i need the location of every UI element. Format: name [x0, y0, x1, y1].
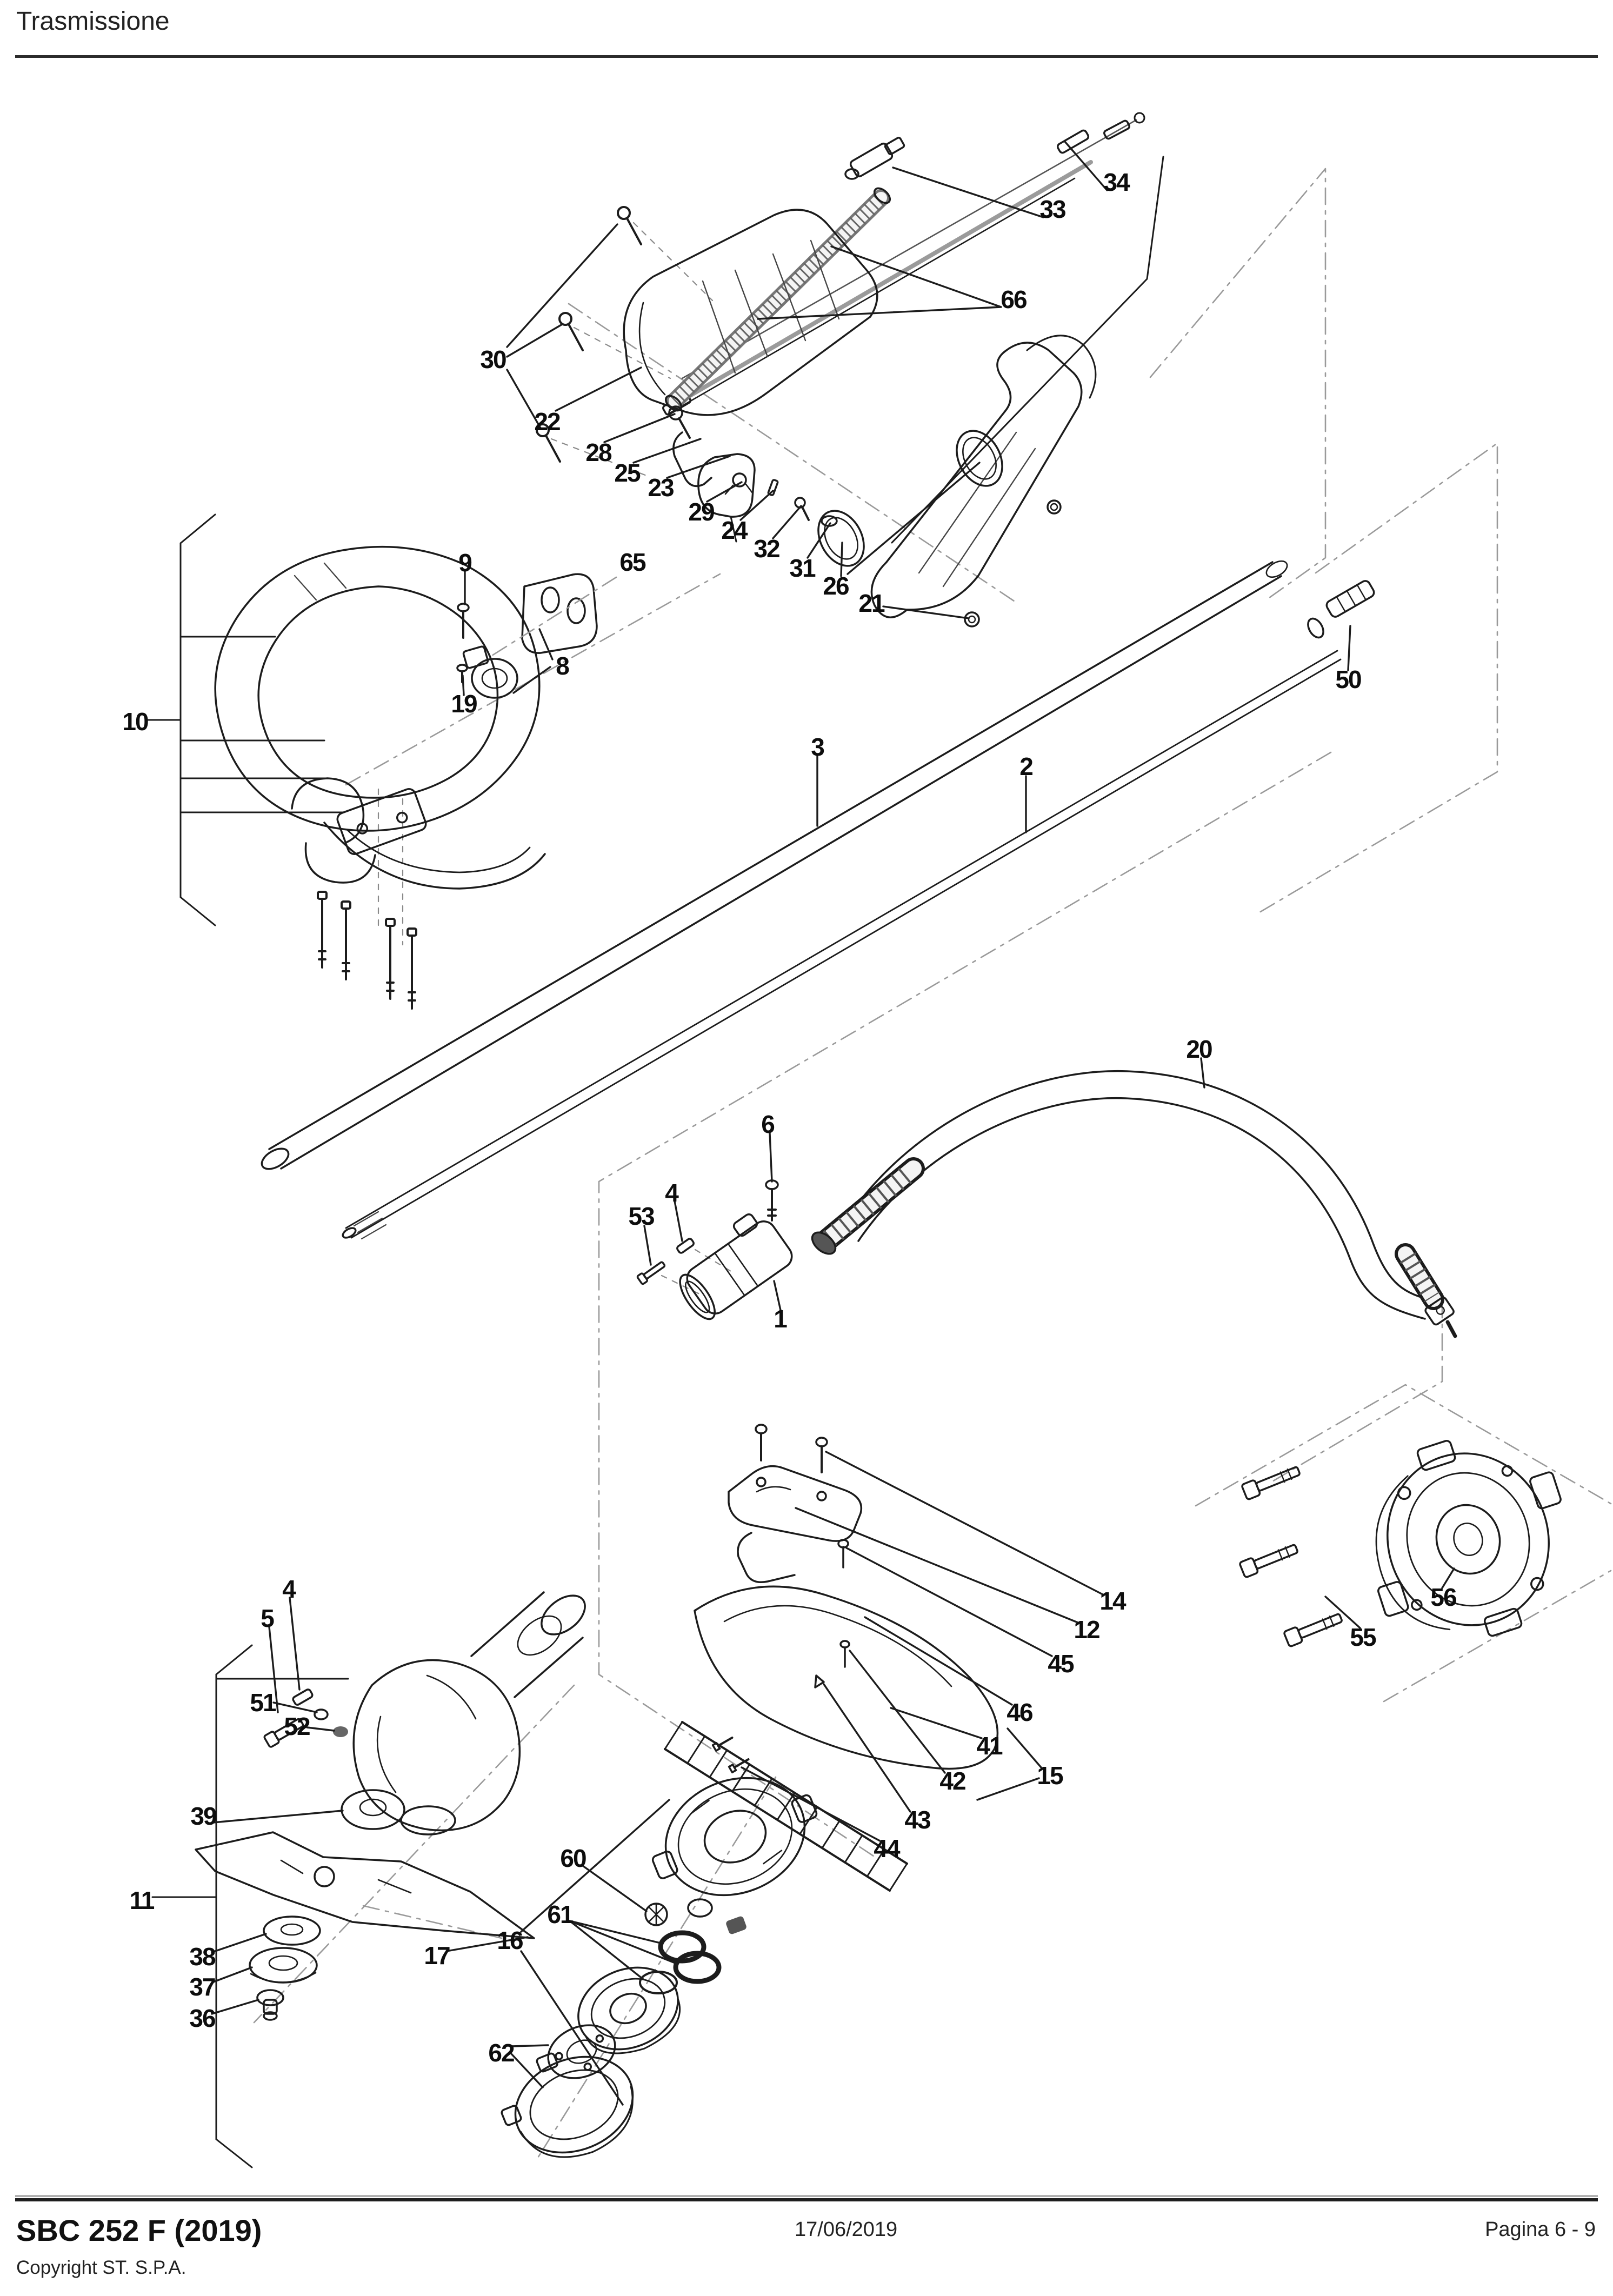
- part-callout-19: 19: [451, 690, 477, 718]
- part-callout-56: 56: [1430, 1583, 1457, 1611]
- part-callout-8: 8: [556, 652, 570, 680]
- throttle-housing-group: [536, 156, 1164, 628]
- footer-model: SBC 252 F (2019): [16, 2213, 262, 2247]
- footer-copyright: Copyright ST. S.P.A.: [16, 2257, 186, 2278]
- part-callout-25: 25: [614, 459, 641, 487]
- part-callout-33: 33: [1039, 195, 1066, 223]
- part-callout-39: 39: [190, 1802, 217, 1830]
- part-callout-10: 10: [122, 708, 149, 736]
- part-callout-20: 20: [1186, 1035, 1212, 1063]
- region-boundaries: [253, 168, 1612, 2159]
- part-callout-65: 65: [619, 548, 646, 576]
- page-title: Trasmissione: [16, 7, 170, 36]
- part-callout-15: 15: [1037, 1761, 1063, 1790]
- loop-handle-group: [146, 513, 598, 1010]
- part-callout-16: 16: [497, 1926, 523, 1954]
- part-callout-51: 51: [250, 1688, 276, 1717]
- part-callout-29: 29: [688, 498, 715, 526]
- part-callout-5: 5: [261, 1604, 275, 1632]
- gear-head-group: [151, 1591, 586, 2168]
- leader-lines: [211, 141, 1455, 2106]
- part-callout-61: 61: [547, 1900, 574, 1928]
- part-callout-66: 66: [1001, 285, 1027, 313]
- part-callout-46: 46: [1007, 1698, 1033, 1726]
- part-callout-4: 4: [282, 1575, 296, 1603]
- part-callout-45: 45: [1048, 1650, 1074, 1678]
- footer-divider: [15, 2198, 1598, 2201]
- part-callout-60: 60: [560, 1844, 586, 1872]
- part-callout-31: 31: [789, 554, 816, 582]
- part-callout-37: 37: [189, 1973, 216, 2001]
- part-callout-6: 6: [761, 1110, 775, 1138]
- part-callout-9: 9: [458, 549, 472, 577]
- part-callout-43: 43: [904, 1806, 931, 1834]
- part-callout-55: 55: [1350, 1623, 1376, 1651]
- part-callout-28: 28: [585, 438, 612, 466]
- trimmer-head-group: [501, 1777, 818, 2158]
- part-callout-17: 17: [424, 1941, 450, 1970]
- part-callout-4: 4: [665, 1179, 679, 1207]
- drive-shaft-group: [261, 560, 1375, 1240]
- header-divider: [15, 55, 1598, 58]
- part-callout-1: 1: [774, 1305, 788, 1333]
- part-callout-32: 32: [754, 535, 780, 563]
- part-callout-2: 2: [1019, 752, 1034, 780]
- part-callout-41: 41: [976, 1732, 1003, 1760]
- part-callout-34: 34: [1103, 168, 1130, 196]
- part-callout-22: 22: [534, 408, 561, 436]
- part-callout-23: 23: [648, 473, 674, 502]
- throttle-cable-group: [662, 112, 1145, 416]
- part-callout-12: 12: [1074, 1616, 1100, 1644]
- flexible-shaft-group: [636, 1070, 1457, 1338]
- part-callout-38: 38: [189, 1943, 216, 1971]
- part-callout-11: 11: [129, 1886, 155, 1914]
- part-callout-30: 30: [480, 345, 506, 373]
- part-callout-52: 52: [284, 1712, 310, 1740]
- part-callout-42: 42: [939, 1767, 966, 1795]
- part-callout-53: 53: [628, 1202, 655, 1230]
- part-callout-3: 3: [811, 733, 825, 761]
- clutch-housing-group: [1239, 1440, 1562, 1647]
- part-callout-50: 50: [1335, 665, 1362, 693]
- part-callout-14: 14: [1099, 1587, 1126, 1615]
- part-callout-36: 36: [189, 2004, 216, 2032]
- footer-date: 17/06/2019: [795, 2218, 898, 2241]
- part-callout-62: 62: [488, 2039, 515, 2067]
- part-callout-26: 26: [823, 572, 849, 600]
- part-callout-21: 21: [858, 589, 885, 617]
- part-callout-44: 44: [874, 1834, 900, 1863]
- part-callout-24: 24: [721, 516, 748, 544]
- footer-divider-thin: [15, 2195, 1598, 2197]
- footer-page-number: Pagina 6 - 9: [1485, 2218, 1596, 2241]
